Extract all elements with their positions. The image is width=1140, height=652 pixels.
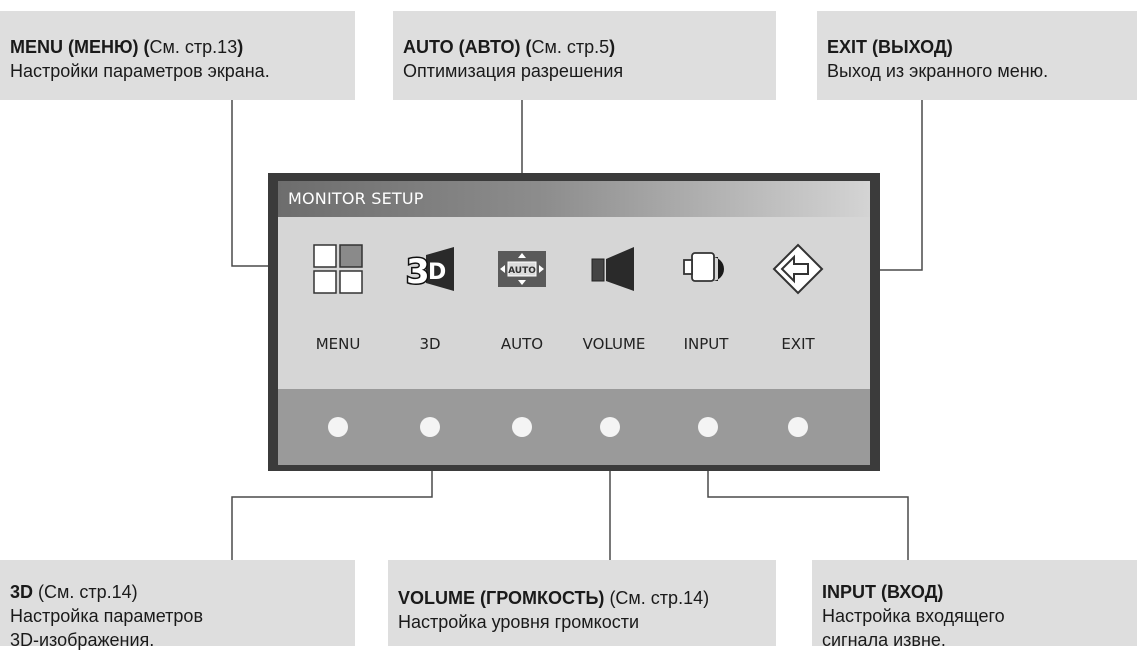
auto-callout: AUTO (АВТО) (См. стр.5) Оптимизация разр… xyxy=(393,11,776,100)
exit-callout-desc: Выход из экранного меню. xyxy=(827,61,1049,81)
hardware-button-3d[interactable] xyxy=(420,417,440,437)
menu-callout-desc: Настройки параметров экрана. xyxy=(10,61,270,81)
svg-text:D: D xyxy=(428,260,446,285)
hardware-button-input[interactable] xyxy=(698,417,718,437)
osd-item-volume[interactable]: VOLUME xyxy=(568,243,660,353)
exit-callout-title: EXIT (ВЫХОД) xyxy=(827,37,953,57)
hardware-button-auto[interactable] xyxy=(512,417,532,437)
input-plug-icon xyxy=(683,252,724,282)
osd-item-menu[interactable]: MENU xyxy=(292,243,384,353)
auto-callout-title: AUTO (АВТО) (См. стр.5) xyxy=(403,37,616,57)
3d-callout-title: 3D (См. стр.14) xyxy=(10,582,138,602)
osd-item-exit-label: EXIT xyxy=(781,335,815,353)
exit-callout: EXIT (ВЫХОД) Выход из экранного меню. xyxy=(817,11,1137,100)
osd-item-3d-label: 3D xyxy=(419,335,441,353)
osd-item-auto-label: AUTO xyxy=(500,335,544,353)
osd-item-menu-label: MENU xyxy=(315,335,361,353)
svg-text:AUTO: AUTO xyxy=(508,266,536,276)
input-connector xyxy=(707,453,909,560)
input-callout-desc-1: Настройка входящего xyxy=(822,606,1005,626)
osd-item-exit[interactable]: EXIT xyxy=(752,243,844,353)
hardware-button-exit[interactable] xyxy=(788,417,808,437)
input-callout-title: INPUT (ВХОД) xyxy=(822,582,944,602)
auto-callout-desc: Оптимизация разрешения xyxy=(403,61,624,81)
hardware-button-volume[interactable] xyxy=(600,417,620,437)
3d-callout-desc-2: 3D-изображения. xyxy=(10,630,155,650)
osd-title: MONITOR SETUP xyxy=(288,189,424,208)
3d-connector xyxy=(231,453,433,560)
osd-title-bar: MONITOR SETUP xyxy=(278,181,870,217)
exit-arrow-icon xyxy=(772,243,824,295)
svg-text:3: 3 xyxy=(406,252,430,292)
input-callout-desc-2: сигнала извне. xyxy=(822,630,946,650)
volume-callout-desc: Настройка уровня громкости xyxy=(398,612,640,632)
monitor-frame: MONITOR SETUP MENU D 3 3D AUTO xyxy=(268,173,880,471)
menu-grid-icon xyxy=(313,244,363,294)
3d-callout: 3D (См. стр.14) Настройка параметров 3D-… xyxy=(0,560,355,650)
volume-callout-title: VOLUME (ГРОМКОСТЬ) (См. стр.14) xyxy=(398,588,710,608)
speaker-icon xyxy=(591,247,634,291)
volume-callout: VOLUME (ГРОМКОСТЬ) (См. стр.14) Настройк… xyxy=(388,560,776,646)
menu-callout-title: MENU (МЕНЮ) (См. стр.13) xyxy=(10,37,244,57)
input-callout: INPUT (ВХОД) Настройка входящего сигнала… xyxy=(812,560,1137,650)
osd-item-auto[interactable]: AUTO AUTO xyxy=(476,243,568,353)
osd-item-input-label: INPUT xyxy=(683,335,729,353)
3d-icon: D 3 xyxy=(405,247,454,294)
osd-item-input[interactable]: INPUT xyxy=(660,243,752,353)
osd-screen: MONITOR SETUP MENU D 3 3D AUTO xyxy=(278,181,870,389)
auto-adjust-icon: AUTO xyxy=(498,251,546,287)
3d-callout-desc-1: Настройка параметров xyxy=(10,606,204,626)
hardware-button-bar xyxy=(278,389,870,465)
hardware-button-menu[interactable] xyxy=(328,417,348,437)
menu-callout: MENU (МЕНЮ) (См. стр.13) Настройки парам… xyxy=(0,11,355,100)
osd-item-volume-label: VOLUME xyxy=(582,335,646,353)
osd-item-3d[interactable]: D 3 3D xyxy=(384,243,476,353)
